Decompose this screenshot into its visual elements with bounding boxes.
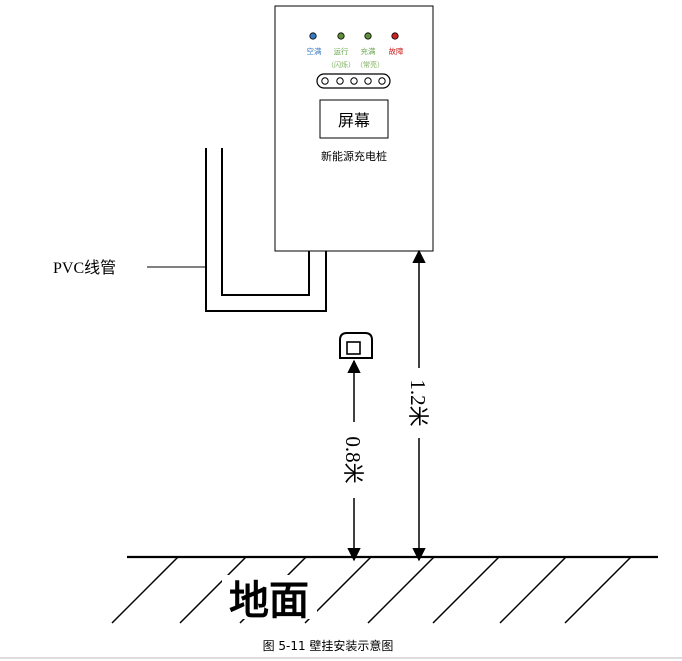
charger-height-label: 1.2米 bbox=[406, 379, 430, 426]
hatch-line bbox=[111, 556, 179, 624]
screen-label: 屏幕 bbox=[338, 111, 370, 130]
indicator-leds bbox=[309, 32, 399, 40]
hatch-line bbox=[367, 556, 435, 624]
socket bbox=[339, 332, 373, 359]
indicator-label-idle: 空满 bbox=[307, 46, 322, 56]
strip-button bbox=[350, 77, 358, 85]
hatch-line bbox=[499, 556, 567, 624]
ground-hatching bbox=[111, 556, 632, 624]
strip-button bbox=[321, 77, 329, 85]
figure-caption: 图 5-11 壁挂安装示意图 bbox=[263, 638, 394, 653]
hatch-line bbox=[564, 556, 632, 624]
screen bbox=[319, 99, 389, 139]
hatch-line bbox=[432, 556, 500, 624]
hatch-line bbox=[179, 556, 247, 624]
pvc-conduit bbox=[205, 148, 327, 312]
ground-label: 地面 bbox=[229, 578, 309, 624]
conduit-label: PVC线管 bbox=[53, 259, 116, 277]
strip-button bbox=[336, 77, 344, 85]
indicator-label-fault: 故障 bbox=[389, 46, 404, 56]
socket-height-label: 0.8米 bbox=[341, 436, 365, 483]
indicator-label-running: 运行 bbox=[334, 46, 349, 56]
charger-name: 新能源充电桩 bbox=[321, 149, 387, 163]
steady-note: （常亮） bbox=[356, 60, 384, 69]
led-idle bbox=[309, 32, 317, 40]
strip-button bbox=[364, 77, 372, 85]
button-strip bbox=[316, 73, 391, 89]
indicator-label-full: 充满 bbox=[361, 46, 376, 56]
flash-note: （闪烁） bbox=[327, 60, 355, 69]
led-running bbox=[337, 32, 345, 40]
strip-button bbox=[378, 77, 386, 85]
indicator-labels: 空满 运行 充满 故障 bbox=[307, 46, 404, 56]
led-fault bbox=[391, 32, 399, 40]
led-full bbox=[364, 32, 372, 40]
